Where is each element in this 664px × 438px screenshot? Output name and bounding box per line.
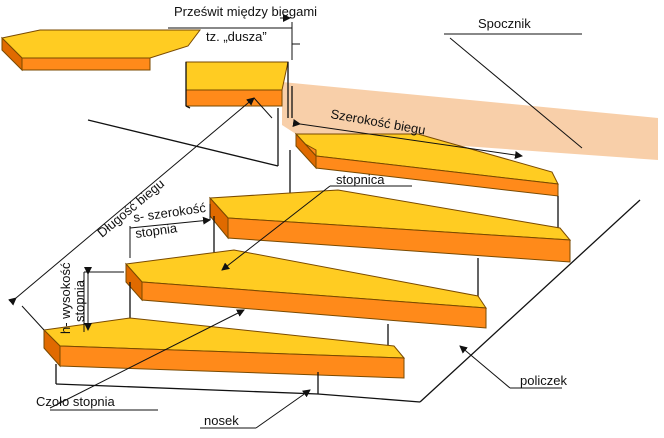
width-dimension-line [292, 119, 523, 159]
label-czolo-stopnia: Czoło stopnia [36, 394, 116, 409]
upper-step-top [0, 29, 201, 72]
upper-stringer-line [87, 119, 279, 167]
upper-step-lower [185, 61, 289, 109]
label-przeswit: Prześwit między biegami [174, 4, 317, 19]
label-dusza: tz. „dusza” [206, 29, 267, 44]
label-stopnia-s: stopnia [134, 220, 178, 241]
label-nosek: nosek [204, 413, 239, 428]
stringer-outline [419, 199, 641, 403]
length-dimension-line [8, 97, 255, 306]
label-policzek: policzek [520, 373, 567, 388]
step-1 [42, 317, 406, 395]
label-stopnica: stopnica [336, 172, 385, 187]
label-spocznik: Spocznik [478, 16, 531, 31]
label-h-wysokosc: h- wysokość [58, 262, 73, 334]
label-stopnia-h: stopnia [72, 279, 87, 322]
